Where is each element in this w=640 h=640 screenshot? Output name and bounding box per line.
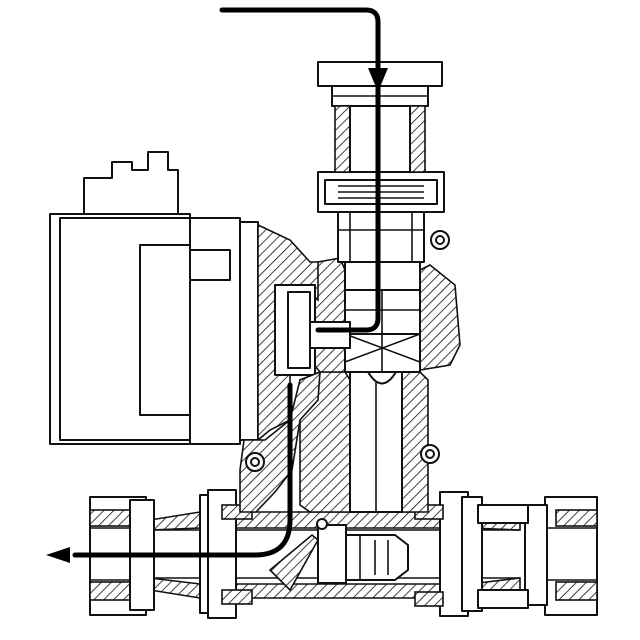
impeller-chamber bbox=[309, 230, 461, 385]
flow-path-arrow bbox=[46, 7, 388, 563]
motor-housing bbox=[49, 151, 351, 513]
right-union-fitting bbox=[414, 491, 598, 617]
union-nut bbox=[317, 171, 445, 263]
leftward-arrowhead-icon bbox=[46, 547, 70, 563]
downward-arrowhead-icon bbox=[368, 68, 388, 92]
check-valve bbox=[317, 524, 347, 584]
